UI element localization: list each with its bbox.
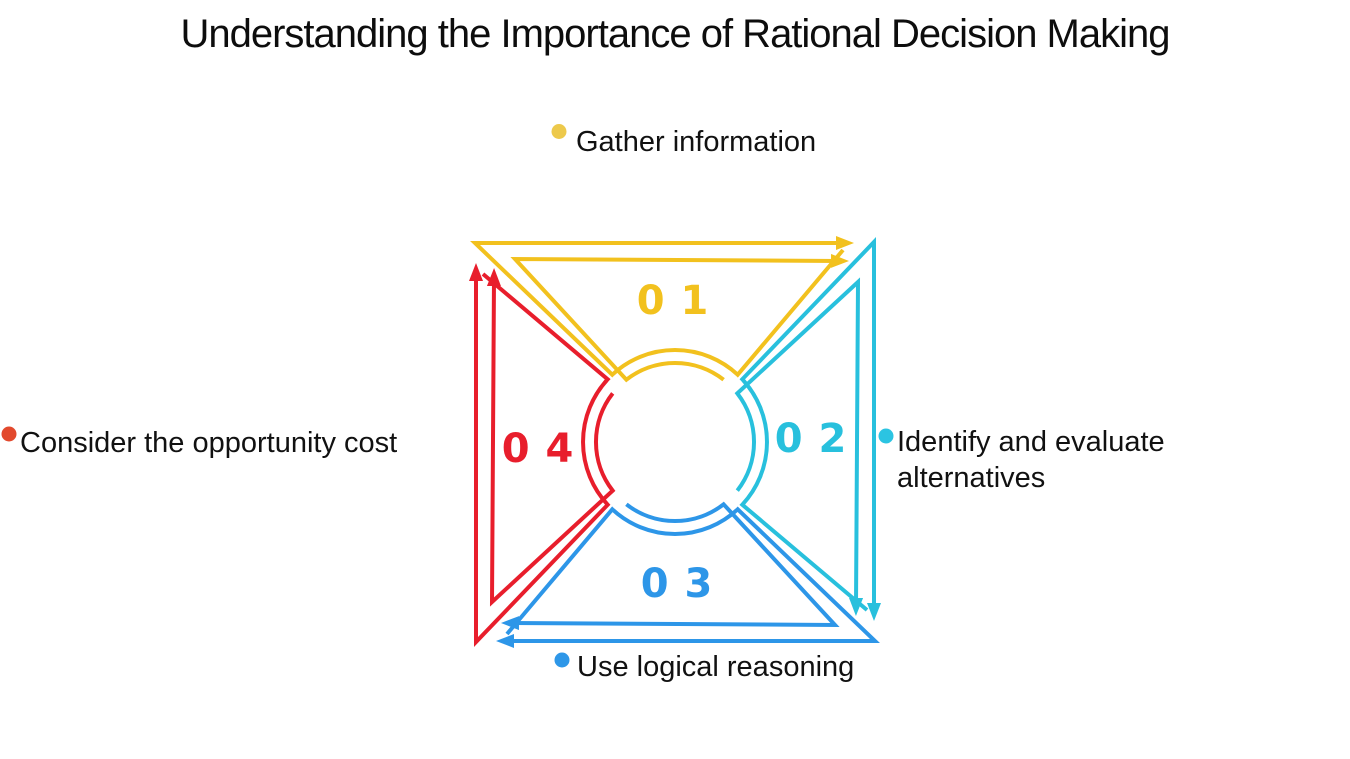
wedge-step-4: 0 4 xyxy=(469,263,616,647)
wedge-step-1: 0 1 xyxy=(470,236,854,383)
step-1-number: 0 1 xyxy=(637,278,710,324)
step-3-number: 0 3 xyxy=(641,561,714,607)
step-1-label: Gather information xyxy=(576,126,817,158)
step-2-number: 0 2 xyxy=(775,416,848,462)
wedge-step-2: 0 2 xyxy=(734,237,881,621)
step-3-label: Use logical reasoning xyxy=(577,651,855,683)
step-2-label: Identify and evaluate alternatives xyxy=(897,426,1165,494)
bullet-step-4-icon xyxy=(1,426,17,442)
wedge-step-3: 0 3 xyxy=(496,501,880,648)
page-title: Understanding the Importance of Rational… xyxy=(180,12,1170,56)
wedge-2-inner-outline-arrow xyxy=(734,277,864,616)
bullet-step-1-icon xyxy=(551,124,567,139)
wedge-3-inner-outline-arrow xyxy=(501,501,840,631)
bullet-step-2-icon xyxy=(878,428,894,444)
wedge-1-inner-outline-arrow xyxy=(510,253,849,383)
bullet-step-3-icon xyxy=(554,652,570,668)
wedge-4-inner-outline-arrow xyxy=(486,268,616,607)
step-4-label: Consider the opportunity cost xyxy=(20,427,398,459)
step-4-number: 0 4 xyxy=(502,426,575,472)
